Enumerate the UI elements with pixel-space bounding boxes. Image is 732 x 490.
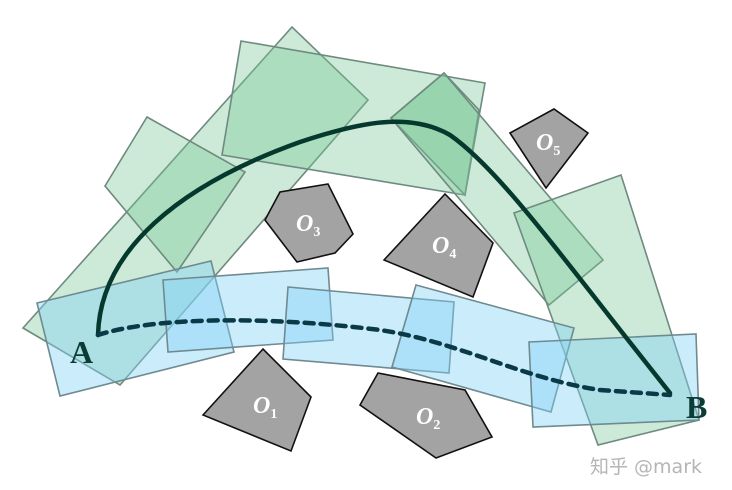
obstacle-label-o3: O3 <box>296 211 320 240</box>
watermark: 知乎 @mark <box>590 456 703 478</box>
obstacle-label-o5: O5 <box>536 130 560 159</box>
start-point-label: A <box>70 334 93 370</box>
blue-box <box>391 284 575 413</box>
end-point-label: B <box>686 389 707 425</box>
obstacle-o3 <box>264 183 354 263</box>
green-box <box>104 115 247 274</box>
blue-box <box>528 333 700 428</box>
green-box <box>21 25 370 387</box>
solid-path <box>95 119 673 396</box>
dashed-path <box>95 318 673 398</box>
blue-box <box>162 267 334 353</box>
obstacles <box>201 108 590 459</box>
obstacle-o1 <box>201 347 312 453</box>
obstacle-o5 <box>508 108 590 190</box>
obstacle-label-o2: O2 <box>416 404 440 433</box>
obstacle-label-o1: O1 <box>253 393 277 422</box>
obstacle-o2 <box>358 372 494 459</box>
obstacle-label-o4: O4 <box>432 233 456 262</box>
obstacle-o4 <box>382 192 494 299</box>
